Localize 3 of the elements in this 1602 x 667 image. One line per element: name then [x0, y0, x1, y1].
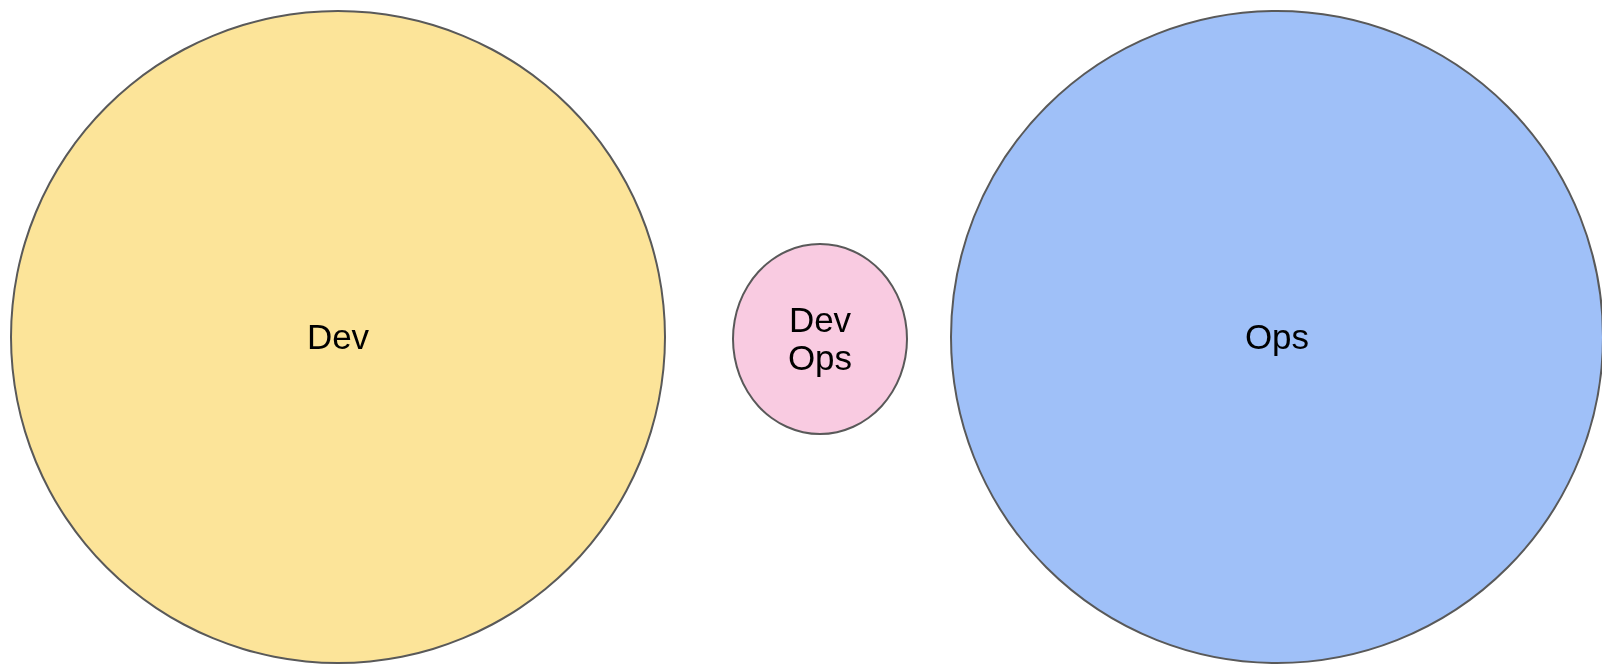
node-label: Dev	[305, 318, 371, 356]
node-label: Ops	[1243, 318, 1311, 356]
node-label: Dev Ops	[786, 301, 854, 377]
